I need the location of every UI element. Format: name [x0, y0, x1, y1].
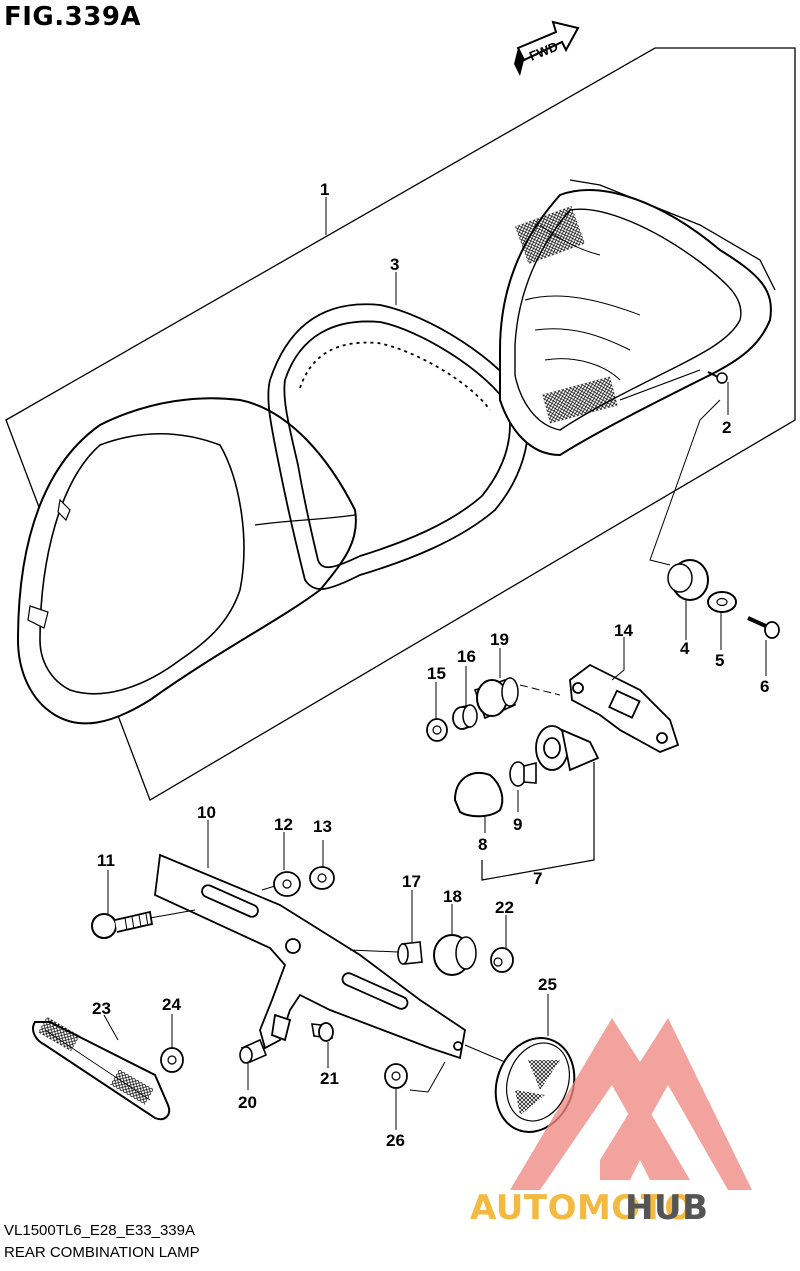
- callout-19: 19: [490, 630, 509, 649]
- callout-22: 22: [495, 898, 514, 917]
- callout-6: 6: [760, 677, 769, 696]
- reflector-part-23: [32, 1016, 171, 1121]
- callout-9: 9: [513, 815, 522, 834]
- bulb-part-9: [509, 761, 537, 787]
- reflector-part-25: [494, 1037, 576, 1133]
- callout-24: 24: [162, 995, 181, 1014]
- callout-10: 10: [197, 803, 216, 822]
- callout-1: 1: [320, 180, 329, 199]
- nut-part-15: [426, 718, 448, 742]
- leader-line-12: [261, 885, 276, 891]
- callout-20: 20: [238, 1093, 257, 1112]
- leader-line-25: [464, 1044, 506, 1063]
- bracket-part-10: [154, 853, 466, 1060]
- lamp-gasket: [267, 303, 529, 590]
- leader-line-17: [349, 949, 399, 953]
- callout-3: 3: [390, 255, 399, 274]
- watermark-logo-icon: [510, 1018, 752, 1190]
- callout-4: 4: [680, 639, 690, 658]
- watermark-text-part1: AUTOMOTO: [470, 1188, 694, 1228]
- leader-line-26: [409, 1061, 446, 1093]
- callout-21: 21: [320, 1069, 339, 1088]
- forward-arrow-icon: FWD: [514, 20, 580, 76]
- nut-part-13: [309, 866, 335, 890]
- lens-cap-part-8: [453, 772, 504, 818]
- nut-part-24: [160, 1047, 184, 1073]
- grommet-part-4: [667, 559, 709, 601]
- lamp-lens: [499, 179, 776, 457]
- callout-12: 12: [274, 815, 293, 834]
- washer-part-5: [707, 591, 737, 613]
- spacer-part-16: [452, 704, 478, 730]
- bracket-part-14: [569, 663, 680, 753]
- callout-14: 14: [614, 621, 633, 640]
- callout-23: 23: [92, 999, 111, 1018]
- figure-title: FIG.339A: [4, 2, 142, 32]
- leader-line-11: [149, 909, 196, 919]
- section-name: REAR COMBINATION LAMP: [4, 1244, 200, 1261]
- callout-labels: 1 2 3 4 5 6 7 8 9 10 11 12 13 14 15 16 1…: [92, 180, 769, 1150]
- callout-17: 17: [402, 872, 421, 891]
- callout-8: 8: [478, 835, 487, 854]
- callout-26: 26: [386, 1131, 405, 1150]
- watermark-text-part2: HUB: [625, 1188, 709, 1228]
- screw-part-6: [747, 616, 780, 639]
- bolt-part-21: [311, 1022, 334, 1042]
- callout-11: 11: [97, 851, 115, 870]
- callout-25: 25: [538, 975, 557, 994]
- callout-13: 13: [313, 817, 332, 836]
- bolt-part-11: [91, 910, 154, 939]
- grommet-part-19: [473, 677, 519, 720]
- callout-2: 2: [722, 418, 731, 437]
- nut-part-20: [239, 1038, 268, 1064]
- callout-5: 5: [715, 651, 724, 670]
- washer-part-12: [273, 871, 301, 897]
- model-code: VL1500TL6_E28_E33_339A: [4, 1222, 196, 1239]
- lamp-housing-cover: [16, 397, 357, 725]
- callout-7: 7: [533, 869, 542, 888]
- nut-part-22: [490, 947, 514, 973]
- socket-part-7: [535, 725, 600, 772]
- grommet-part-18: [433, 934, 477, 976]
- screw-part-2: [707, 371, 728, 384]
- callout-18: 18: [443, 887, 462, 906]
- callout-16: 16: [457, 647, 476, 666]
- washer-part-26: [384, 1063, 408, 1089]
- leader-line-grommet: [649, 399, 721, 566]
- callout-15: 15: [427, 664, 446, 683]
- bracket-line-7: [481, 762, 595, 881]
- assembly-group-outline: [5, 47, 796, 801]
- callout-leader-lines: [103, 197, 767, 1130]
- leader-bracket: [519, 684, 561, 696]
- collar-part-17: [397, 941, 423, 965]
